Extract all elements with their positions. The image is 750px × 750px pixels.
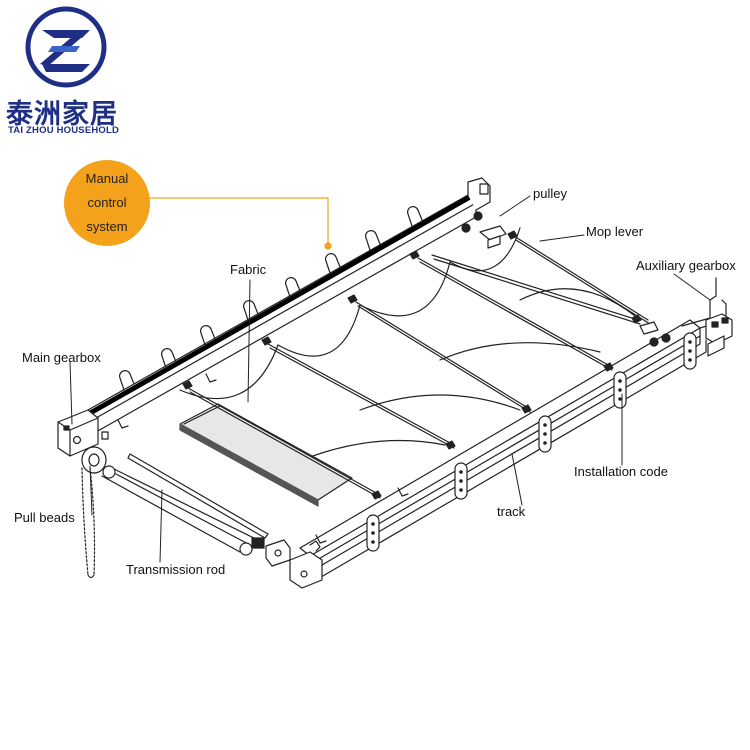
pulley (461, 211, 671, 347)
label-auxiliary-gearbox: Auxiliary gearbox (636, 258, 736, 273)
lever-clips (182, 230, 642, 500)
label-main-gearbox: Main gearbox (22, 350, 101, 365)
main-gearbox (57, 409, 109, 457)
badge-line-3: system (86, 219, 128, 234)
headrail (87, 177, 491, 433)
pull-beads (81, 446, 107, 579)
track (289, 319, 707, 589)
badge-line-1: Manual (85, 171, 129, 186)
callout-leader (149, 197, 329, 246)
brand-name-cn: 泰洲家居 (6, 99, 118, 130)
label-fabric: Fabric (230, 262, 267, 277)
side-clips (117, 373, 409, 544)
logo-emblem (25, 6, 107, 88)
mop-levers (187, 235, 651, 499)
label-installation-code: Installation code (574, 464, 668, 479)
label-pulley: pulley (533, 186, 567, 201)
callout-dot (324, 242, 332, 250)
brand-logo: 泰洲家居 TAI ZHOU HOUSEHOLD (2, 2, 132, 136)
fabric-panel (179, 403, 353, 507)
label-pull-beads: Pull beads (14, 510, 75, 525)
label-mop-lever: Mop lever (586, 224, 644, 239)
brand-name-en: TAI ZHOU HOUSEHOLD (8, 125, 120, 136)
transmission-rod (101, 453, 291, 567)
badge-line-2: control (87, 195, 127, 210)
label-transmission-rod: Transmission rod (126, 562, 226, 577)
manual-control-badge: Manual control system (64, 160, 150, 246)
label-track: track (497, 504, 526, 519)
leader-lines (69, 195, 711, 563)
